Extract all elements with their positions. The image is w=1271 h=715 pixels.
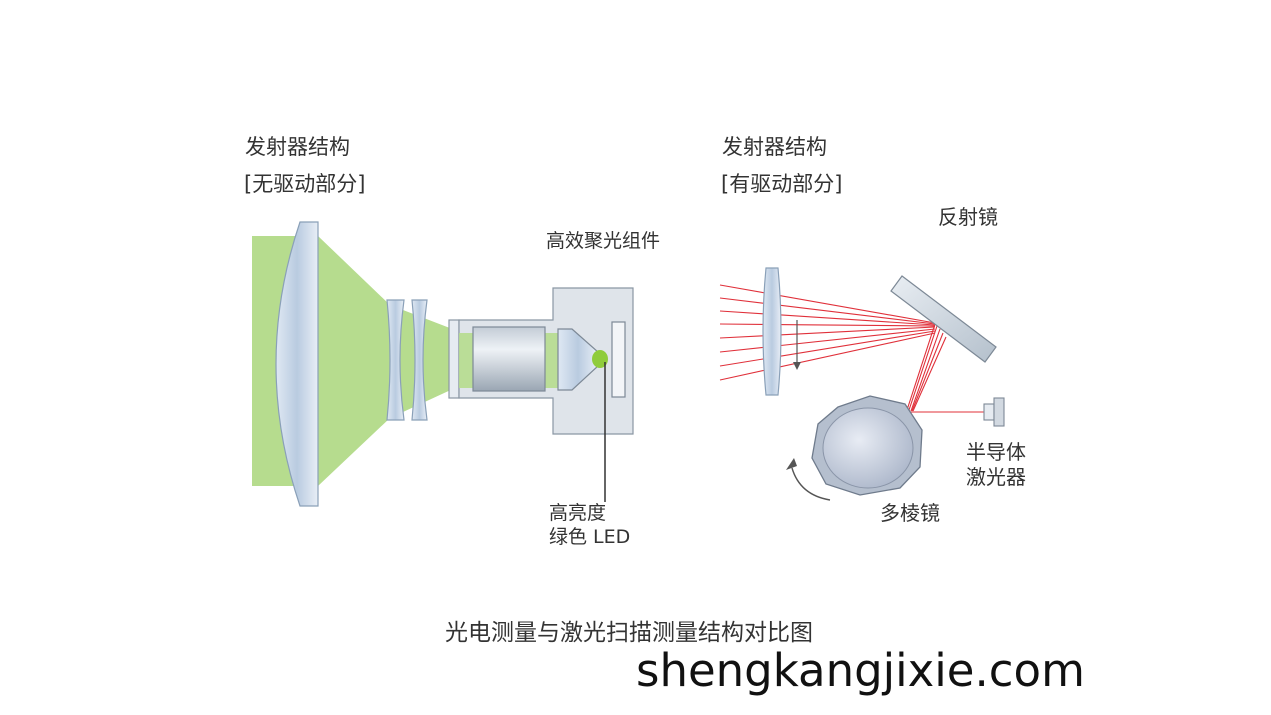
collimator-cylinder	[472, 326, 546, 392]
watermark-text: shengkangjixie.com	[636, 644, 1085, 697]
led-circuit-board	[611, 321, 626, 398]
focusing-assembly-label: 高效聚光组件	[546, 230, 661, 252]
scan-lens	[762, 267, 782, 396]
mirror-label: 反射镜	[938, 205, 998, 229]
right-subtitle: [有驱动部分]	[721, 172, 843, 196]
green-light-beam	[252, 236, 600, 486]
right-title: 发射器结构	[722, 135, 827, 159]
led-label-line2: 绿色 LED	[549, 526, 631, 548]
scan-direction-arrow	[793, 320, 801, 370]
left-subtitle: [无驱动部分]	[244, 172, 366, 196]
tube-front-plate	[448, 319, 460, 399]
green-led-emitter	[592, 350, 608, 368]
laser-label-line2: 激光器	[966, 465, 1026, 489]
left-emitter-structure	[252, 221, 634, 507]
reflecting-mirror	[890, 275, 997, 363]
polygon-mirror-face	[822, 407, 914, 489]
rotation-arrow	[786, 458, 831, 501]
semiconductor-laser	[983, 397, 1005, 427]
figure-caption: 光电测量与激光扫描测量结构对比图	[445, 620, 813, 646]
laser-beams	[719, 284, 990, 413]
large-convex-lens	[275, 221, 319, 507]
laser-label-line1: 半导体	[966, 440, 1026, 464]
right-emitter-structure	[719, 267, 1005, 501]
polygon-label: 多棱镜	[880, 501, 940, 525]
led-label-line1: 高亮度	[549, 502, 607, 524]
small-lens-2	[411, 299, 428, 421]
small-lens-1	[386, 299, 405, 421]
left-title: 发射器结构	[245, 135, 350, 159]
